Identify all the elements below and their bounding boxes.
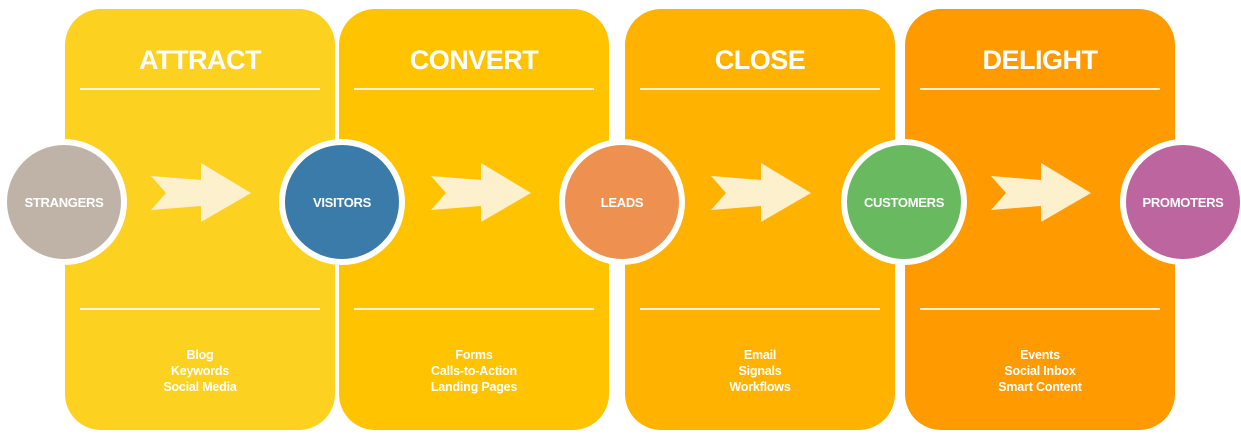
stage-title: CONVERT: [409, 45, 539, 75]
arrow-right-icon: [711, 163, 811, 222]
tool-item: Calls-to-Action: [431, 364, 517, 378]
divider: [80, 308, 320, 310]
divider: [354, 88, 594, 90]
tool-item: Signals: [738, 364, 782, 378]
tool-item: Social Inbox: [1004, 364, 1076, 378]
stage-tools: Events Social Inbox Smart Content: [905, 347, 1175, 395]
arrow-right-icon: [431, 163, 531, 222]
tool-item: Events: [1020, 348, 1060, 362]
stage-tools: Blog Keywords Social Media: [65, 347, 335, 395]
tool-item: Smart Content: [998, 380, 1082, 394]
tool-item: Workflows: [729, 380, 791, 394]
tool-item: Email: [743, 348, 777, 362]
node-visitors: VISITORS: [279, 139, 405, 265]
tool-item: Social Media: [163, 380, 237, 394]
stage-tools: Forms Calls-to-Action Landing Pages: [339, 347, 609, 395]
node-promoters: PROMOTERS: [1120, 139, 1241, 265]
tool-item: Forms: [455, 348, 493, 362]
tool-item: Landing Pages: [430, 380, 518, 394]
tool-item: Blog: [186, 348, 214, 362]
node-customers: CUSTOMERS: [841, 139, 967, 265]
stage-title: ATTRACT: [139, 45, 261, 75]
stage-title: DELIGHT: [982, 45, 1099, 75]
node-strangers: STRANGERS: [1, 139, 127, 265]
arrow-right-icon: [991, 163, 1091, 222]
tool-item: Keywords: [170, 364, 230, 378]
divider: [920, 88, 1160, 90]
divider: [640, 88, 880, 90]
stage-title: CLOSE: [714, 45, 806, 75]
arrow-right-icon: [151, 163, 251, 222]
divider: [354, 308, 594, 310]
divider: [640, 308, 880, 310]
node-leads: LEADS: [559, 139, 685, 265]
stage-tools: Email Signals Workflows: [625, 347, 895, 395]
divider: [920, 308, 1160, 310]
divider: [80, 88, 320, 90]
